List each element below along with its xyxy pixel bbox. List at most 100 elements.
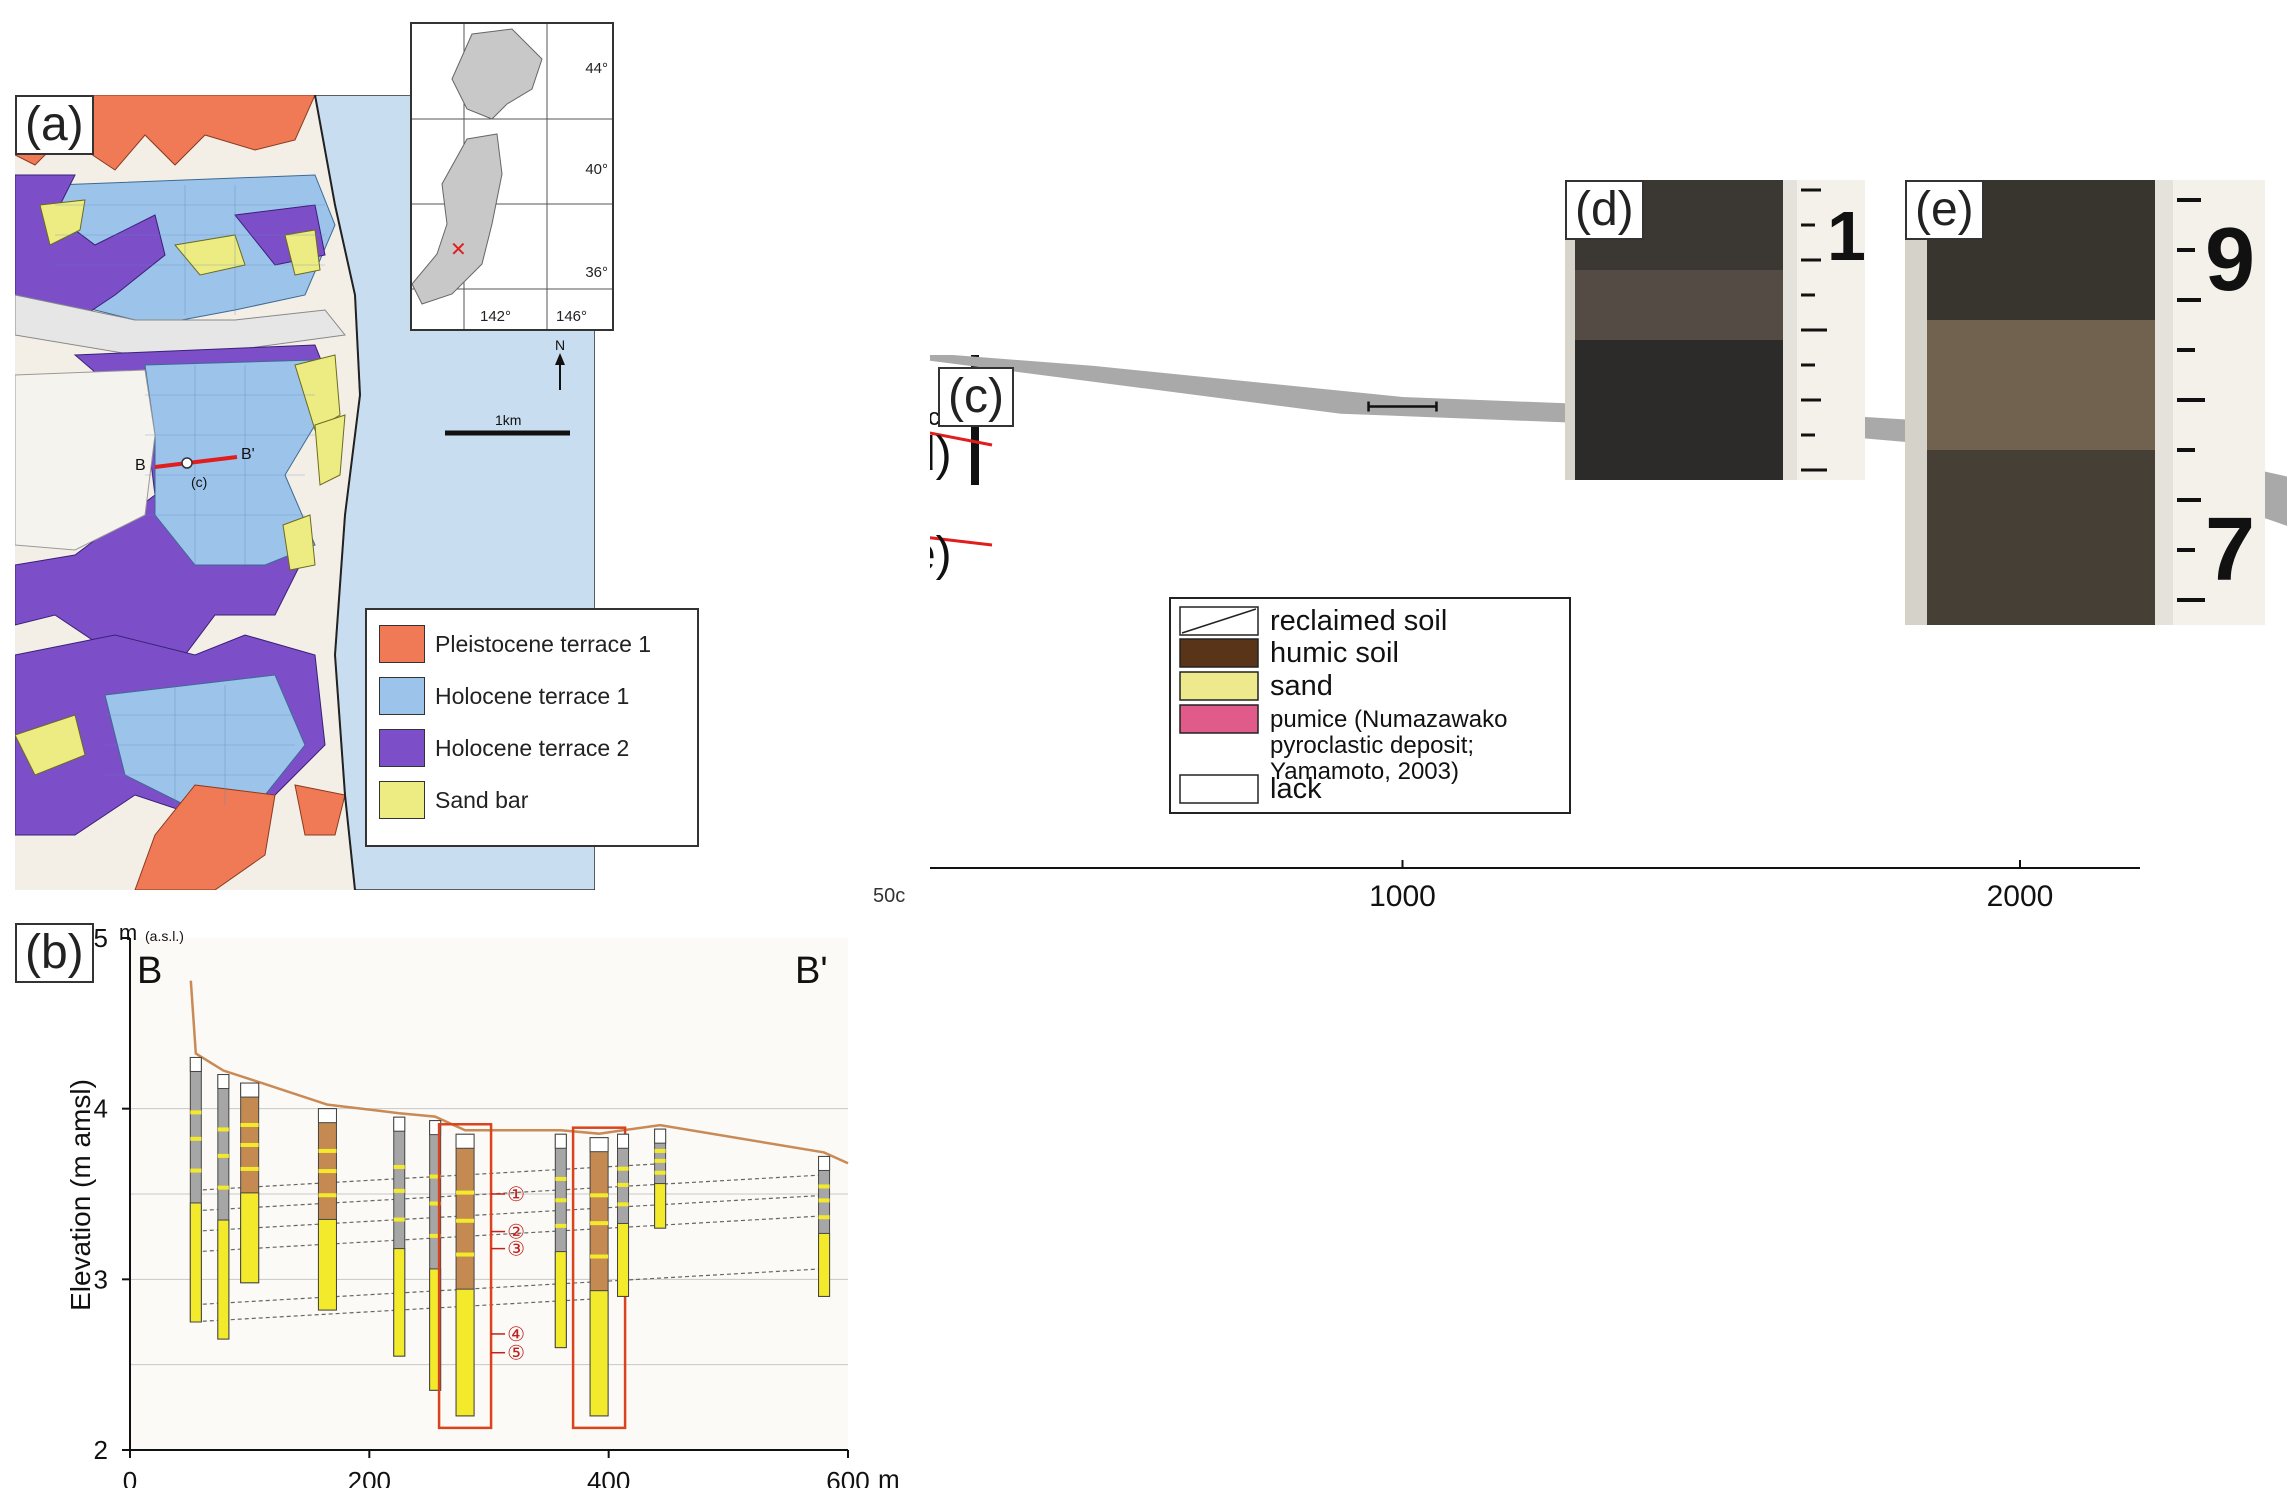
map-legend-item: Holocene terrace 1	[379, 676, 629, 716]
core-lack	[617, 1133, 630, 1149]
core-lack	[393, 1116, 406, 1132]
lat-label-3: 36°	[585, 264, 608, 281]
core-lack	[818, 1155, 831, 1171]
lon-label-1: 142°	[480, 308, 512, 325]
section-end-b-prime: B'	[795, 950, 828, 992]
core-sand-unit	[317, 1218, 337, 1311]
core-column	[317, 1108, 337, 1311]
core-column	[617, 1133, 630, 1297]
core-sand-layer	[617, 1202, 629, 1207]
section-start-label: B	[135, 457, 146, 474]
core-sand-layer	[429, 1201, 441, 1206]
core-location-label: (c)	[191, 474, 207, 490]
inset-map: ✕ 44° 40° 36° 142° 146°	[410, 22, 614, 331]
core-sand-layer	[429, 1233, 441, 1238]
core-legend-label: sand	[1270, 670, 1333, 702]
core-sand-layer	[217, 1185, 229, 1190]
core-sand-layer	[555, 1223, 567, 1228]
ruler-digit-e1: 9	[2205, 210, 2255, 310]
core-sand-layer	[318, 1169, 337, 1174]
map-legend-swatch	[379, 781, 425, 819]
core-sand-layer	[456, 1190, 475, 1195]
x-unit-label: m	[878, 1464, 900, 1488]
core-legend-label: humic soil	[1270, 637, 1399, 669]
core-column	[554, 1133, 567, 1349]
callout-label-d: (d)	[930, 428, 952, 481]
core-lack	[654, 1128, 667, 1144]
core-legend-swatch	[1179, 704, 1259, 734]
age-tick-label: 1000	[1369, 880, 1436, 913]
core-legend-label: lack	[1270, 773, 1322, 805]
age-tick-label: 2000	[1987, 880, 2054, 913]
core-sand-layer	[617, 1182, 629, 1187]
core-sand-layer	[429, 1174, 441, 1179]
core-sand-layer	[654, 1158, 666, 1163]
core-sand-unit	[589, 1290, 609, 1417]
panel-c-label: (c)	[938, 367, 1014, 427]
core-sand-layer	[555, 1176, 567, 1181]
map-legend-label: Holocene terrace 1	[435, 682, 630, 709]
y-tick-label: 5	[94, 923, 108, 953]
core-legend-swatch	[1179, 638, 1259, 668]
map-legend-swatch	[379, 677, 425, 715]
correlation-line	[195, 1268, 825, 1306]
core-column	[189, 1056, 202, 1323]
core-lack	[217, 1074, 230, 1090]
core-sand-layer	[240, 1142, 259, 1147]
core-lack	[589, 1137, 609, 1153]
core-sand-layer	[617, 1166, 629, 1171]
callout-label-e: (e)	[930, 528, 952, 581]
core-legend-swatch	[1179, 774, 1259, 804]
map-legend-label: Pleistocene terrace 1	[435, 630, 652, 657]
core-column	[429, 1120, 442, 1391]
core-column	[571, 1126, 627, 1430]
y-unit-sublabel: (a.s.l.)	[145, 928, 184, 944]
core-legend-label: pyroclastic deposit;	[1270, 732, 1474, 759]
x-tick-label: 0	[123, 1466, 137, 1488]
core-sand-layer	[190, 1136, 202, 1141]
core-sand-layer	[456, 1218, 475, 1223]
core-sand-layer	[590, 1254, 609, 1259]
correlation-line	[195, 1298, 600, 1323]
core-sand-layer	[190, 1110, 202, 1115]
layer-marker: ③	[507, 1239, 525, 1261]
cross-marker: ✕	[450, 239, 467, 261]
core-sand-layer	[654, 1148, 666, 1153]
core-lack	[240, 1082, 260, 1098]
core-sand-layer	[590, 1221, 609, 1226]
core-sand-unit	[654, 1183, 667, 1229]
map-legend: Pleistocene terrace 1 Holocene terrace 1 H…	[365, 608, 699, 847]
core-column	[818, 1155, 831, 1297]
layer-marker: ②	[507, 1222, 525, 1244]
core-sand-layer	[240, 1166, 259, 1171]
layer-marker: ④	[507, 1324, 525, 1346]
core-sand-unit	[455, 1288, 475, 1417]
core-sand-layer	[393, 1188, 405, 1193]
y-axis-title: Elevation (m amsl)	[65, 1079, 96, 1311]
core-legend-label: pumice (Numazawako	[1270, 706, 1507, 733]
core-sand-layer	[240, 1123, 259, 1128]
core-sand-unit	[393, 1248, 406, 1357]
core-sand-unit	[554, 1251, 567, 1349]
y-tick-label: 4	[94, 1094, 108, 1124]
core-sand-layer	[456, 1252, 475, 1257]
core-photo-d: 1 (d)	[1565, 180, 1865, 480]
age-model-band	[785, 342, 2287, 526]
panel-d-label: (d)	[1565, 180, 1644, 240]
layer-marker: ⑤	[507, 1343, 525, 1365]
core-sand-unit	[217, 1219, 230, 1340]
map-legend-label: Holocene terrace 2	[435, 734, 630, 761]
core-sand-unit	[240, 1192, 260, 1284]
core-sand-unit	[818, 1232, 831, 1297]
y-tick-label: 2	[94, 1435, 108, 1465]
core-sand-layer	[818, 1215, 830, 1220]
lon-label-2: 146°	[556, 308, 588, 325]
map-legend-swatch	[379, 625, 425, 663]
radiocarbon-date-point	[1367, 401, 1438, 412]
core-legend-label: Yamamoto, 2003)	[1270, 758, 1459, 785]
core-sand-layer	[217, 1153, 229, 1158]
map-legend-item: Sand bar	[379, 780, 528, 820]
core-lack	[317, 1108, 337, 1124]
core-sand-layer	[654, 1170, 666, 1175]
